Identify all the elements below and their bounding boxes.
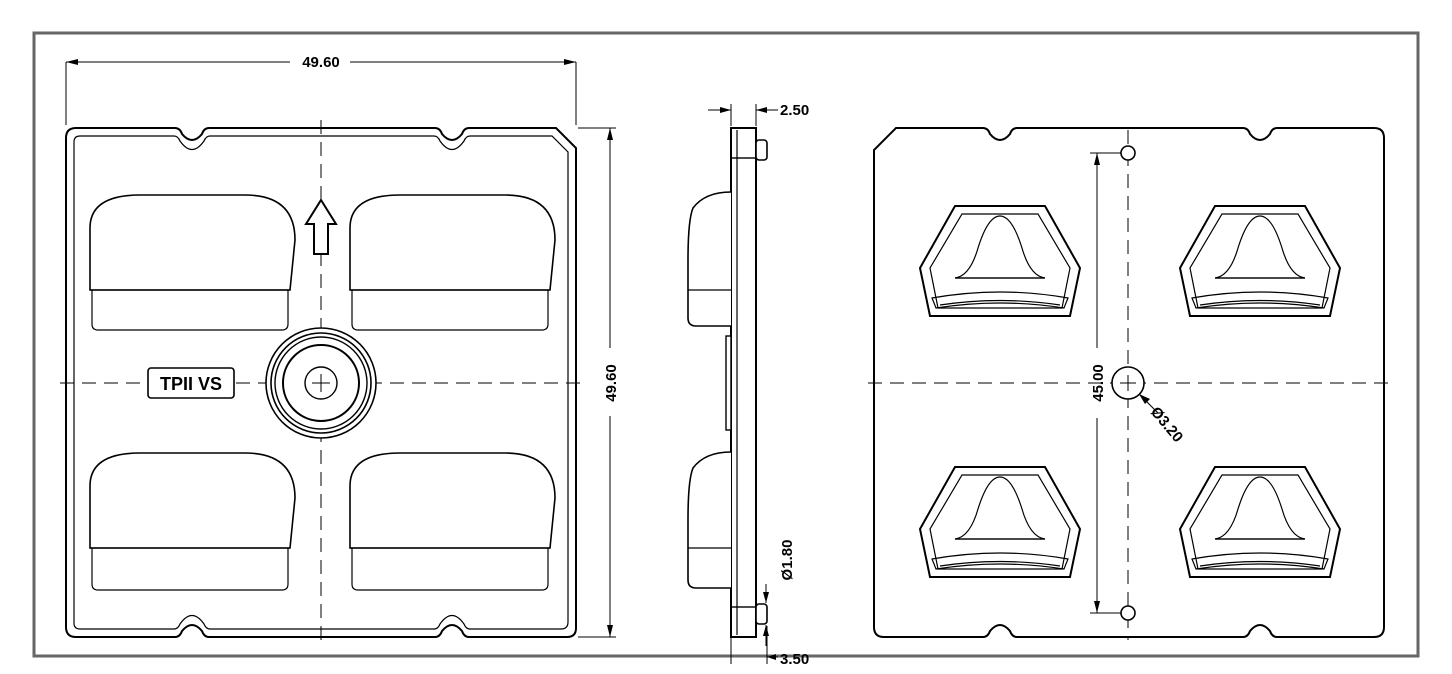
- pin-diameter-dimension: Ø1.80: [763, 540, 796, 646]
- side-plate: [730, 127, 757, 638]
- width-dimension: 49.60: [65, 54, 577, 125]
- side-lens-bottom: [687, 451, 732, 589]
- product-label: TPII VS: [147, 367, 235, 399]
- reflector-top-right: [1178, 205, 1342, 317]
- pin-length-dimension: 3.50: [730, 626, 809, 668]
- center-hole-dimension-text: Ø3.20: [1147, 404, 1186, 446]
- side-view: 2.50 Ø1.80 3.50: [687, 102, 809, 668]
- height-dimension-text: 49.60: [603, 364, 620, 402]
- height-dimension: 49.60: [578, 127, 620, 638]
- lens-bottom-right: [349, 452, 556, 591]
- pin-length-dimension-text: 3.50: [780, 651, 809, 668]
- lens-top-right: [349, 194, 556, 331]
- hole-spacing-dimension: 45.00: [1090, 152, 1121, 614]
- side-lens-top: [687, 191, 732, 327]
- reflector-top-left: [918, 205, 1082, 317]
- side-pin-bottom: [755, 603, 768, 625]
- mounting-hole-top: [1120, 145, 1136, 161]
- lens-bottom-left: [89, 452, 296, 591]
- reflector-bottom-right: [1178, 466, 1342, 578]
- lens-top-left: [89, 194, 296, 331]
- drawing-frame: [32, 31, 1420, 658]
- hole-spacing-dimension-text: 45.00: [1090, 364, 1107, 402]
- side-pin-top: [755, 139, 768, 161]
- center-hole-dimension: Ø3.20: [1138, 393, 1186, 446]
- bottom-plate-outline: [873, 127, 1385, 638]
- pin-diameter-dimension-text: Ø1.80: [779, 540, 796, 581]
- top-view: 49.60 49.60: [60, 54, 620, 642]
- mounting-hole-bottom: [1120, 605, 1136, 621]
- reflector-bottom-left: [918, 466, 1082, 578]
- thickness-dimension-text: 2.50: [780, 102, 809, 119]
- width-dimension-text: 49.60: [302, 54, 340, 71]
- center-boss: [265, 327, 377, 439]
- thickness-dimension: 2.50: [708, 102, 809, 126]
- top-plate-outline: [65, 127, 577, 638]
- top-plate-inner-outline: [73, 135, 569, 630]
- product-label-text: TPII VS: [160, 374, 222, 394]
- orientation-arrow-icon: [304, 198, 338, 255]
- bottom-view: 45.00 Ø3.20: [868, 127, 1390, 640]
